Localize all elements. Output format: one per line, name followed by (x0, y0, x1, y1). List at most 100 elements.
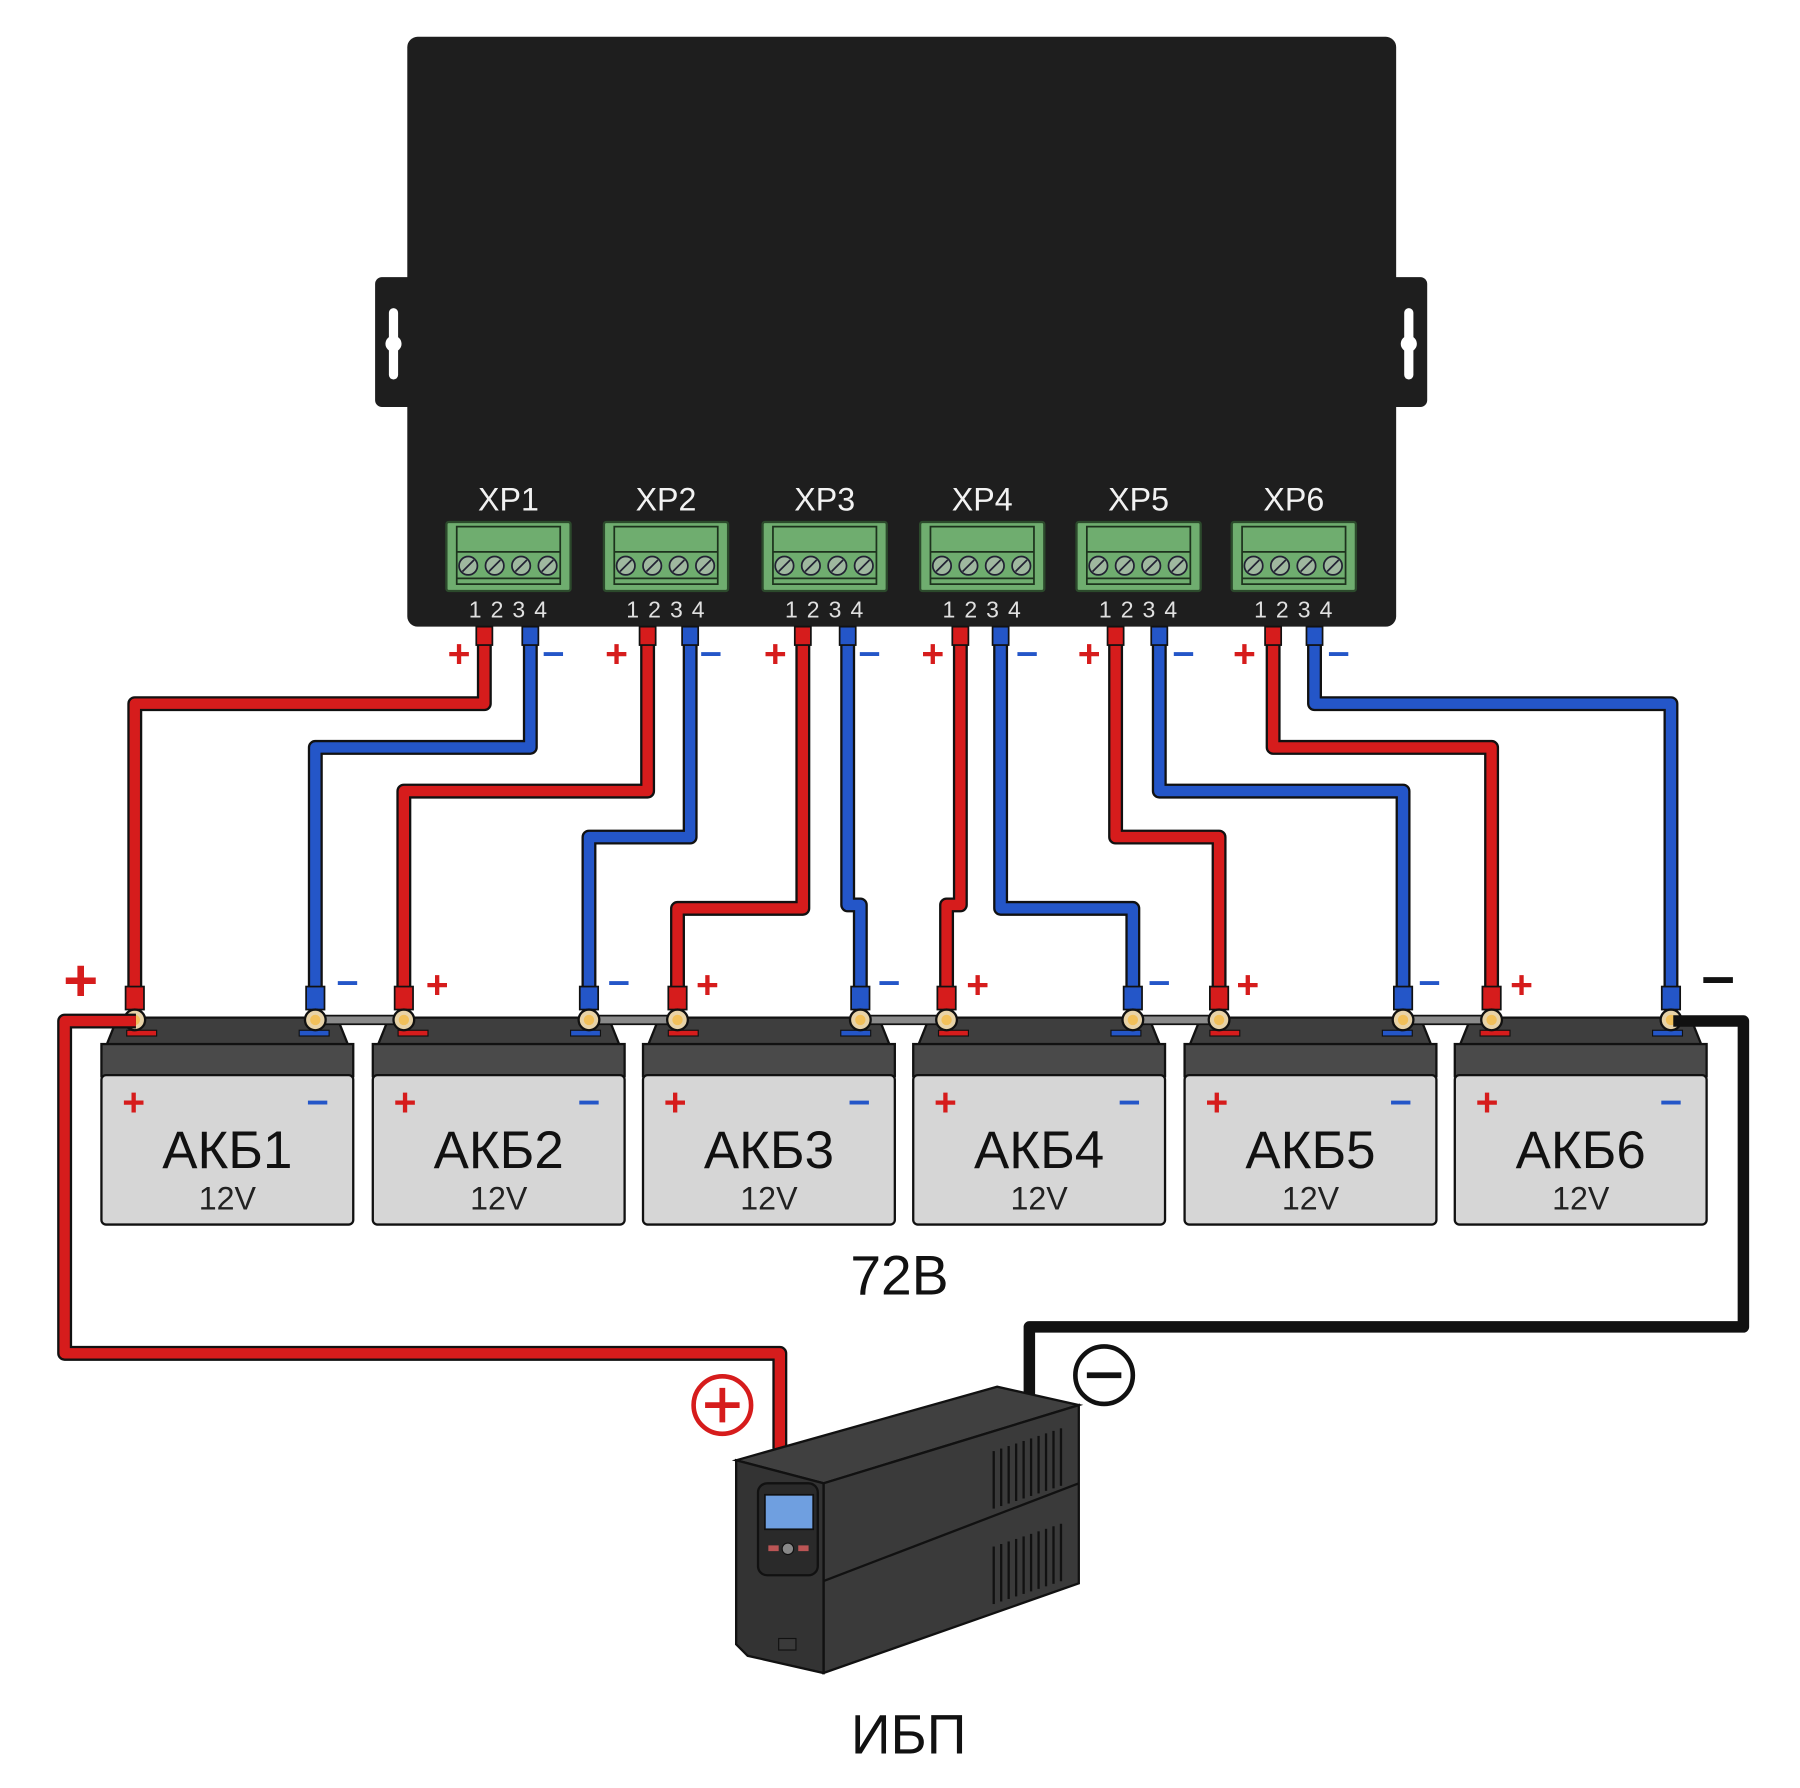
lug-plus-sign: + (1236, 964, 1259, 1007)
port-label: XP6 (1263, 482, 1324, 518)
controller-body (407, 36, 1397, 627)
battery-bank: +–АКБ112V–+–АКБ212V+–+–АКБ312V+–+–АКБ412… (100, 959, 1708, 1226)
terminal-inner (1241, 525, 1347, 585)
cable-lug (1481, 985, 1502, 1011)
terminal-block (1230, 520, 1358, 593)
negative-wire-1 (305, 625, 540, 1011)
cable-lug (305, 985, 326, 1011)
ups-side-seam (823, 1482, 1080, 1583)
pin-number: 1 (785, 596, 798, 622)
ferrule (638, 625, 657, 646)
pin-number: 4 (692, 596, 705, 622)
port-plus-sign: + (448, 633, 471, 676)
negative-wire-5 (1150, 625, 1414, 1011)
cable-lug (850, 985, 871, 1011)
battery-minus-sign: – (1660, 1079, 1682, 1122)
port-label: XP5 (1108, 482, 1169, 518)
terminal-block (918, 520, 1046, 593)
lug-plus-sign: + (966, 964, 989, 1007)
battery-voltage: 12V (199, 1181, 257, 1217)
pin-number: 1 (1254, 596, 1267, 622)
pin-number: 3 (670, 596, 683, 622)
battery-body (1183, 1073, 1438, 1226)
positive-wire-1 (124, 625, 494, 1011)
battery-plus-sign: + (664, 1081, 687, 1124)
ferrule (838, 625, 857, 646)
battery-body (100, 1073, 355, 1226)
pin-number: 4 (1008, 596, 1021, 622)
negative-wire-6 (1305, 625, 1682, 1011)
battery-voltage: 12V (740, 1181, 798, 1217)
battery-lid (100, 1042, 355, 1078)
negative-wire-3 (838, 625, 871, 1011)
series-jumpers (123, 1008, 1683, 1032)
positive-terminal (1479, 1029, 1511, 1037)
cable-lug (1660, 985, 1682, 1011)
battery-plus-sign: + (1476, 1081, 1499, 1124)
ups-lcd-screen (764, 1493, 815, 1531)
positive-terminal (937, 1029, 969, 1037)
wires (124, 625, 1682, 1011)
positive-terminal (1209, 1029, 1241, 1037)
battery-minus-sign: – (307, 1079, 329, 1122)
battery-plus-sign: + (394, 1081, 417, 1124)
pin-number: 3 (512, 596, 525, 622)
terminal-inner (613, 525, 719, 585)
pin-number: 3 (1298, 596, 1311, 622)
negative-terminal (1381, 1029, 1413, 1037)
ferrule (1305, 625, 1324, 646)
battery-label: АКБ4 (974, 1121, 1104, 1180)
cable-lug (578, 985, 600, 1011)
port-label: XP4 (952, 482, 1013, 518)
ups-negative-wire (1023, 1015, 1750, 1403)
negative-wire-2 (578, 625, 700, 1011)
lug-minus-sign: – (1148, 959, 1170, 1002)
negative-terminal (1651, 1029, 1684, 1037)
ups-button-left (768, 1545, 779, 1552)
pin-number: 2 (1276, 596, 1289, 622)
terminal-inner (772, 525, 878, 585)
ferrule (1264, 625, 1283, 646)
port-plus-sign: + (1078, 633, 1101, 676)
ferrule (1106, 625, 1125, 646)
battery-body (371, 1073, 626, 1226)
port-minus-sign: – (1016, 631, 1038, 674)
battery-label: АКБ3 (704, 1121, 834, 1180)
port-label: XP2 (636, 482, 697, 518)
ups-vents (992, 1428, 1063, 1605)
lug-plus-sign: + (696, 964, 719, 1007)
ferrule (951, 625, 970, 646)
lug-minus-sign: – (1419, 959, 1441, 1002)
battery-plus-sign: + (1205, 1081, 1228, 1124)
ups-power-button (781, 1542, 795, 1556)
terminal-block (602, 520, 730, 593)
positive-wire-6 (1264, 625, 1502, 1011)
port-minus-sign: – (1173, 631, 1195, 674)
battery-body (912, 1073, 1167, 1226)
positive-wire-5 (1106, 625, 1230, 1011)
battery-voltage: 12V (1010, 1181, 1068, 1217)
pin-number: 2 (648, 596, 661, 622)
pin-number: 1 (942, 596, 955, 622)
mount-hole-left (385, 335, 402, 352)
port-plus-sign: + (921, 633, 944, 676)
port-minus-sign: – (542, 631, 564, 674)
bank-plus-sign: + (63, 946, 98, 1013)
ups-positive-wire-fill (59, 1015, 786, 1449)
cable-lug (1209, 985, 1230, 1011)
positive-terminal (126, 1029, 158, 1037)
battery-lid (371, 1042, 626, 1078)
pin-number: 4 (534, 596, 547, 622)
